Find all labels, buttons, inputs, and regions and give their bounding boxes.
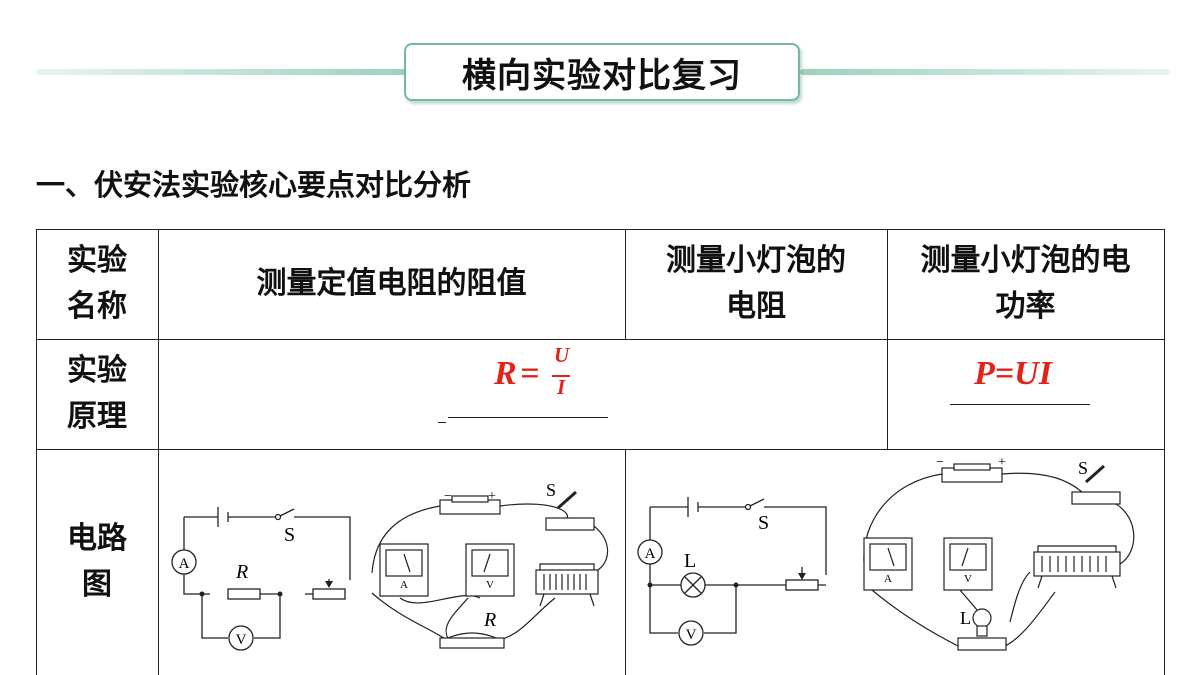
plus-terminal-2: + xyxy=(998,455,1006,470)
experiment-fixed-resistor: 测量定值电阻的阻值 xyxy=(256,265,527,301)
minus-terminal-2: − xyxy=(936,455,944,470)
plus-terminal: + xyxy=(488,489,496,504)
row-divider-2 xyxy=(36,449,1165,450)
switch-label-physical: S xyxy=(546,480,556,500)
title-rule-left xyxy=(36,69,408,75)
table-border-left xyxy=(36,229,37,675)
row-label-circuit: 电路图 xyxy=(67,520,127,603)
circuit-schematic-resistor: A V S R xyxy=(171,507,351,651)
experiment-lamp-resistance: 测量小灯泡的电阻 xyxy=(666,242,846,325)
circuit-physical-resistor: R S − + A V xyxy=(371,480,609,649)
title-rule-right xyxy=(800,69,1170,75)
ammeter-label: A xyxy=(179,556,190,572)
formula-resistance: R = U I xyxy=(494,343,570,399)
formula-power: P=UI xyxy=(974,355,1052,392)
resistor-label: R xyxy=(235,561,248,583)
experiment-lamp-power: 测量小灯泡的电功率 xyxy=(920,242,1131,325)
lamp-label-physical: L xyxy=(960,608,971,628)
voltmeter-label-2: V xyxy=(686,627,697,643)
resistor-label-physical: R xyxy=(483,609,496,631)
answer-blank-2 xyxy=(950,404,1090,405)
page-title: 横向实验对比复习 xyxy=(404,43,800,101)
section-heading: 一、伏安法实验核心要点对比分析 xyxy=(36,168,472,202)
circuit-physical-lamp: L S − + A V xyxy=(863,455,1135,651)
switch-label-2: S xyxy=(758,512,769,534)
circuit-schematic-lamp: A V S L xyxy=(637,497,827,646)
voltmeter-dial-label-2: V xyxy=(964,573,972,585)
voltmeter-dial-label: V xyxy=(486,579,494,591)
ammeter-dial-label-2: A xyxy=(884,573,892,585)
row-divider-1 xyxy=(36,339,1165,340)
ammeter-label-2: A xyxy=(645,546,656,562)
col-divider-row3 xyxy=(625,449,626,675)
answer-blank-1-tick xyxy=(438,422,446,423)
ammeter-dial-label: A xyxy=(400,579,408,591)
table-border-top xyxy=(36,229,1165,230)
label-column-divider xyxy=(158,229,159,675)
lamp-label: L xyxy=(684,550,696,572)
col-divider-row1-a xyxy=(625,229,626,339)
row-label-experiment-name: 实验名称 xyxy=(67,242,127,325)
row-label-principle: 实验原理 xyxy=(67,352,127,435)
minus-terminal: − xyxy=(444,489,452,504)
comparison-table: 实验名称 测量定值电阻的阻值 测量小灯泡的电阻 测量小灯泡的电功率 实验原理 R… xyxy=(36,229,1165,675)
switch-label: S xyxy=(284,524,295,546)
col-divider-b xyxy=(887,229,888,449)
voltmeter-label: V xyxy=(236,632,247,648)
answer-blank-1 xyxy=(448,417,608,418)
switch-label-physical-2: S xyxy=(1078,458,1088,478)
table-border-right xyxy=(1164,229,1165,675)
